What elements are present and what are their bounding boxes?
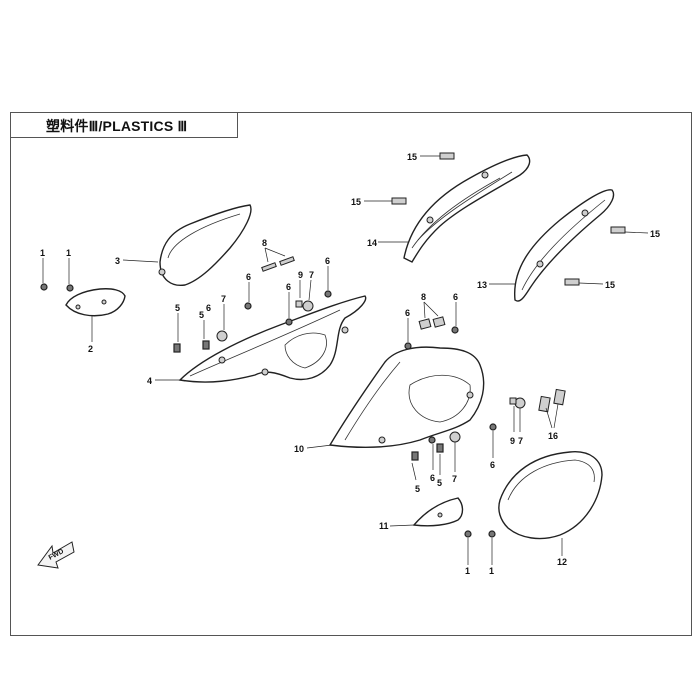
callout-6: 6: [246, 272, 251, 282]
part-13-rail: [513, 189, 615, 302]
callout-6: 6: [325, 256, 330, 266]
callout-11: 11: [379, 521, 389, 531]
callout-2: 2: [88, 344, 93, 354]
callout-7: 7: [452, 474, 457, 484]
part-10-panel: [328, 346, 485, 448]
callout-6: 6: [453, 292, 458, 302]
callout-6: 6: [405, 308, 410, 318]
title-box: [10, 112, 238, 138]
part-3-cover: [158, 204, 252, 287]
callout-12: 12: [557, 557, 567, 567]
callout-6: 6: [430, 473, 435, 483]
callout-6: 6: [286, 282, 291, 292]
callout-8: 8: [262, 238, 267, 248]
part-8-pads: [261, 256, 446, 330]
callout-13: 13: [477, 280, 487, 290]
callout-7: 7: [518, 436, 523, 446]
callout-15: 15: [650, 229, 660, 239]
callout-5: 5: [199, 310, 204, 320]
callout-7: 7: [309, 270, 314, 280]
callout-8: 8: [421, 292, 426, 302]
callout-9: 9: [510, 436, 515, 446]
callout-16: 16: [548, 431, 558, 441]
callout-labels: 1 1 2 3 4 5 5 6 7 6 8 6 9 7 6 6 8 6 10 5…: [40, 152, 660, 576]
part-2-cover: [65, 288, 126, 317]
fwd-arrow-icon: FWD: [37, 541, 75, 569]
callout-4: 4: [147, 376, 152, 386]
part-11-cover: [412, 497, 464, 527]
leader-lines: [42, 155, 649, 565]
callout-6: 6: [206, 303, 211, 313]
callout-9: 9: [298, 270, 303, 280]
callout-14: 14: [367, 238, 377, 248]
callout-3: 3: [115, 256, 120, 266]
part-4-panel: [178, 295, 367, 383]
part-14-rail: [403, 154, 531, 263]
callout-1: 1: [465, 566, 470, 576]
callout-7: 7: [221, 294, 226, 304]
callout-15: 15: [351, 197, 361, 207]
callout-15: 15: [407, 152, 417, 162]
fasteners: [40, 283, 526, 538]
callout-10: 10: [294, 444, 304, 454]
callout-15: 15: [605, 280, 615, 290]
part-15-bolt: [391, 152, 626, 286]
callout-1: 1: [66, 248, 71, 258]
callout-5: 5: [415, 484, 420, 494]
callout-5: 5: [437, 478, 442, 488]
part-12-cover: [498, 451, 603, 540]
diagram-frame: [10, 112, 692, 636]
callout-5: 5: [175, 303, 180, 313]
callout-1: 1: [489, 566, 494, 576]
callout-1: 1: [40, 248, 45, 258]
callout-6: 6: [490, 460, 495, 470]
part-16-pads: [538, 388, 566, 413]
page-title: 塑料件Ⅲ/PLASTICS Ⅲ: [46, 118, 188, 134]
